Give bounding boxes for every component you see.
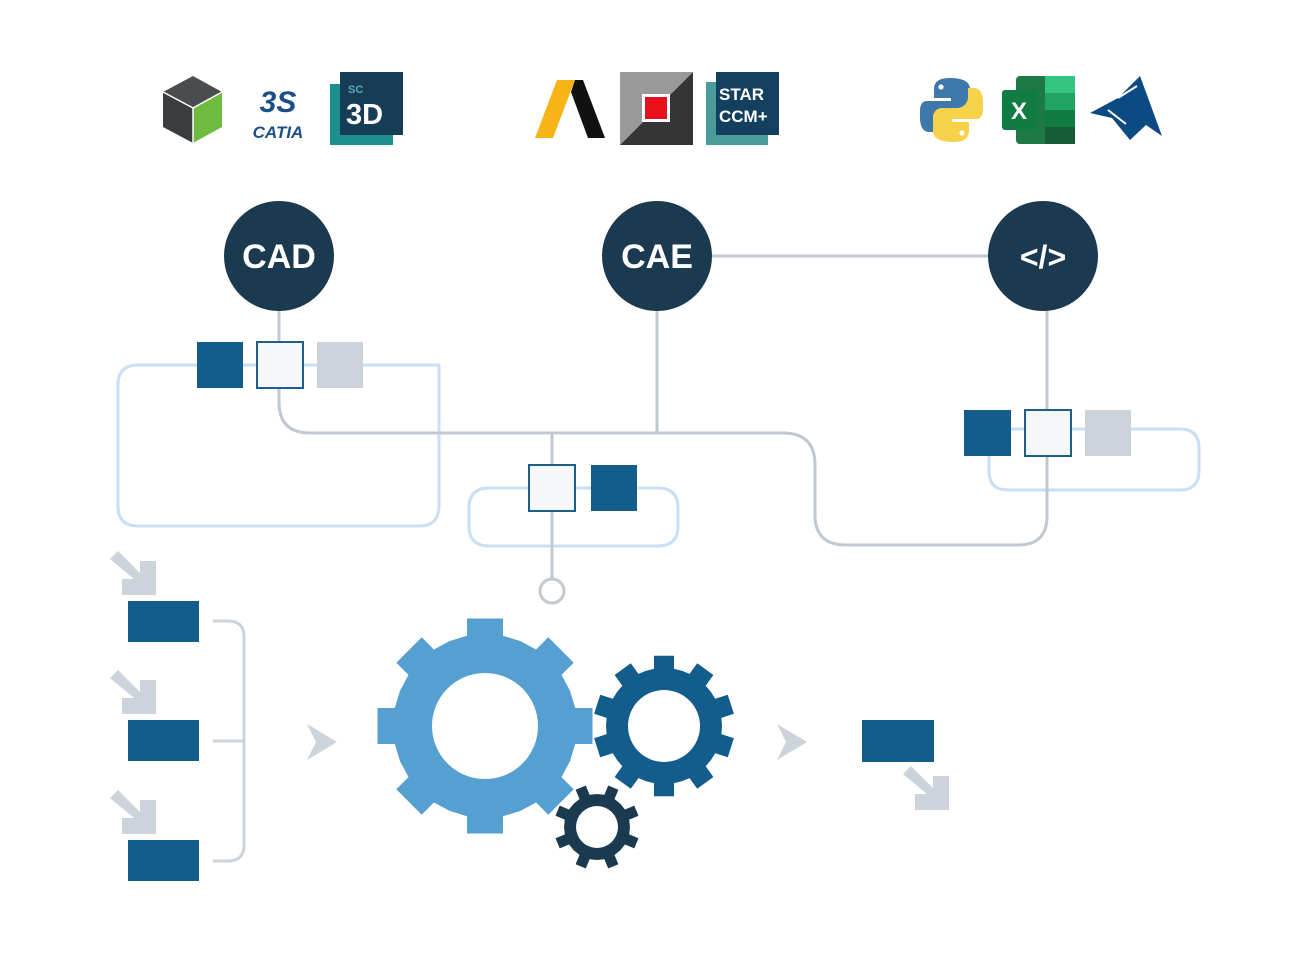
logo-group-code: X <box>919 76 1162 144</box>
cae-group-outline <box>467 486 680 548</box>
block-dark <box>197 342 243 388</box>
gear-medium-icon <box>594 655 734 797</box>
input-block <box>128 720 199 761</box>
block-light <box>528 464 576 512</box>
cad-to-bus <box>277 389 1049 547</box>
node-cae[interactable]: CAE <box>602 201 712 311</box>
input-block <box>128 601 199 642</box>
flow-arrow-icon <box>307 724 337 760</box>
svg-text:CCM+: CCM+ <box>719 107 768 126</box>
catia-label: CATIA <box>253 123 304 142</box>
block-dark <box>964 410 1011 456</box>
cae-blocks <box>528 464 637 512</box>
flow-arrow-icon <box>777 724 807 760</box>
group-outlines <box>116 363 1201 548</box>
input-item <box>110 790 199 881</box>
svg-text:3D: 3D <box>346 99 383 131</box>
input-item <box>110 551 199 642</box>
logo-group-cad: 3S CATIA SC 3D <box>162 72 403 145</box>
svg-text:X: X <box>1011 98 1027 125</box>
output-arrow-icon <box>903 766 949 810</box>
node-cad[interactable]: CAD <box>224 201 334 311</box>
cube-cad-logo <box>162 76 223 143</box>
input-arrow-icon <box>110 670 156 714</box>
ansys-logo <box>535 80 605 138</box>
input-list <box>110 551 199 881</box>
node-cae-label: CAE <box>621 238 693 276</box>
logo-group-cae: STAR CCM+ <box>535 72 779 145</box>
block-grey <box>1085 410 1131 456</box>
output-port <box>538 577 566 605</box>
block-light <box>1024 409 1072 457</box>
input-arrow-icon <box>110 551 156 595</box>
input-bracket <box>213 619 246 863</box>
block-light <box>256 341 304 389</box>
matlab-logo <box>1090 76 1162 140</box>
connectors <box>277 254 1049 605</box>
node-code[interactable]: </> <box>988 201 1098 311</box>
input-item <box>110 670 199 761</box>
star-ccm-logo: STAR CCM+ <box>706 72 779 145</box>
input-block <box>128 840 199 881</box>
gear-small-icon <box>555 785 639 869</box>
process-gears <box>377 618 734 869</box>
cad-blocks <box>197 341 363 389</box>
svg-text:STAR: STAR <box>719 85 764 104</box>
input-arrow-icon <box>110 790 156 834</box>
output-block <box>862 720 934 762</box>
svg-text:3S: 3S <box>260 86 297 119</box>
catia-logo: 3S CATIA <box>253 86 304 142</box>
gear-large-icon <box>377 618 593 834</box>
code-blocks <box>964 409 1131 457</box>
code-group-outline <box>987 427 1201 492</box>
block-grey <box>317 342 363 388</box>
cad-group-outline <box>116 363 441 528</box>
block-dark <box>591 465 637 511</box>
python-logo <box>919 78 984 142</box>
abaqus-logo <box>620 72 693 145</box>
svg-text:SC: SC <box>348 84 363 96</box>
node-cad-label: CAD <box>242 238 316 276</box>
node-code-label: </> <box>1020 239 1066 275</box>
spaceclaim-logo: SC 3D <box>330 72 403 145</box>
excel-logo: X <box>1002 76 1075 144</box>
